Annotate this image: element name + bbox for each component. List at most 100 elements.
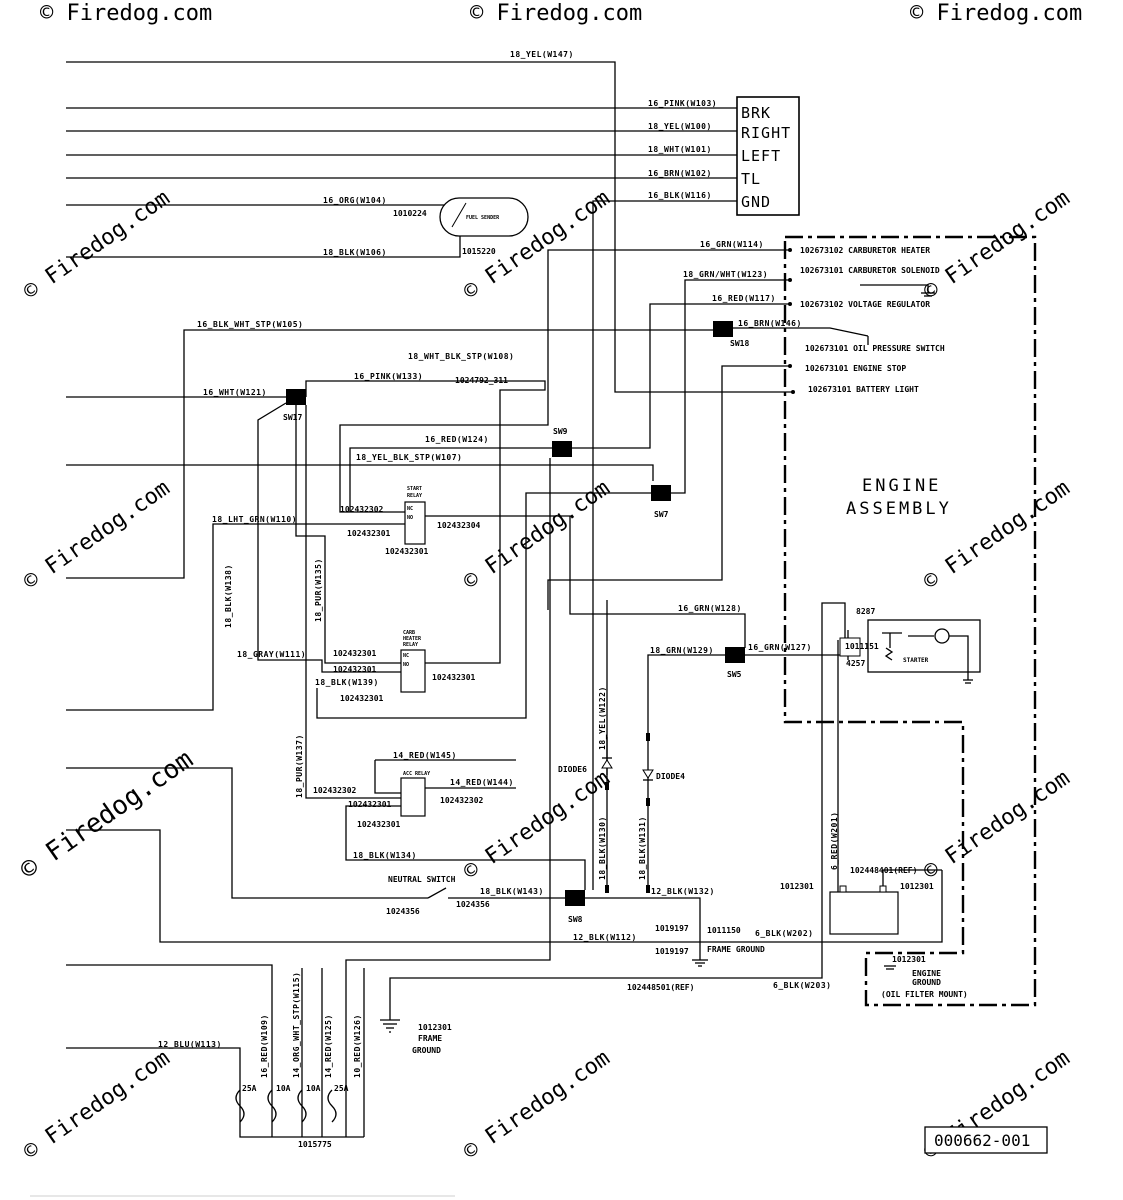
part-number: 1024356 [456, 900, 490, 909]
part-number: 102432301 [348, 800, 392, 809]
fuel-sender: FUEL SENDER 1010224 1015220 [393, 197, 529, 256]
part-number: 1011151 [845, 642, 879, 651]
acc-relay: ACC RELAY 102432302 102432301 102432302 … [313, 771, 484, 829]
part-number: 1019197 [655, 947, 689, 956]
connector-pin: BRK [741, 104, 771, 122]
diode-label: DIODE6 [558, 765, 587, 774]
starter-label: STARTER [903, 657, 929, 664]
engine-ground-label: GROUND [912, 978, 941, 987]
part-number: 102432301 [347, 529, 391, 538]
wire-w145 [374, 760, 401, 794]
watermark: © Firedog.com [919, 766, 1074, 885]
engine-title: ENGINE [862, 476, 941, 496]
part-number: 1010224 [393, 209, 427, 218]
wire-w138 [66, 767, 408, 899]
wire-label: 18_WHT(W101) [648, 145, 712, 154]
switch-sw17 [286, 389, 306, 405]
wire-label: 16_BLK_WHT_STP(W105) [197, 320, 303, 329]
wire-label: 14_RED(W144) [450, 778, 514, 787]
part-number: 1015775 [298, 1140, 332, 1149]
wire-w111 [257, 402, 405, 673]
fuse-rating: 25A [242, 1084, 257, 1093]
watermark: © Firedog.com [19, 476, 174, 595]
wire-label: 18_BLK(W143) [480, 887, 544, 896]
wire-label: 18_BLK(W139) [315, 678, 379, 687]
frame-ground-label: GROUND [412, 1046, 441, 1055]
connector-pin: TL [741, 170, 761, 188]
switch-label: SW17 [283, 413, 302, 422]
watermark: © Firedog.com [919, 186, 1074, 305]
frame-ground-label: FRAME [418, 1034, 442, 1043]
switch-sw9 [552, 441, 572, 457]
watermark: © Firedog.com [19, 186, 174, 305]
watermark: © Firedog.com [470, 1, 642, 26]
part-number: 1024356 [386, 907, 420, 916]
part-number: 8287 [856, 607, 875, 616]
wire-w135 [295, 405, 405, 664]
wire-label: 16_BRN(W102) [648, 169, 712, 178]
wire-w147 [66, 61, 793, 393]
wire-w203 [389, 602, 846, 1020]
wire-w139 [316, 492, 653, 719]
relay-label: RELAY [407, 493, 422, 499]
battery: 102448401(REF) 1012301 1012301 [780, 866, 942, 935]
wire-label: 18_BLK(W134) [353, 851, 417, 860]
diode-label: DIODE4 [656, 772, 685, 781]
drawing-number-block: 000662-001 [924, 1126, 1048, 1154]
relay-label: HEATER [403, 636, 422, 642]
diodes: DIODE6 DIODE4 [558, 733, 685, 893]
wire-label: 6_BLK(W202) [755, 929, 813, 938]
wire-label: 14_RED(W125) [324, 1014, 333, 1078]
wire-w110 [66, 523, 405, 711]
start-relay: START RELAY NC NO 102432302 102432304 10… [340, 486, 481, 556]
neutral-switch-label: NEUTRAL SWITCH [388, 875, 456, 884]
engine-assembly: ENGINE ASSEMBLY 102673102 CARBURETOR HEA… [783, 235, 1037, 1007]
wire-labels: 18_YEL(W147) 16_PINK(W103) 18_YEL(W100) … [158, 50, 831, 1049]
part-number: 102432301 [385, 547, 429, 556]
part-number: 1015220 [462, 247, 496, 256]
engine-item: 102673101 CARBURETOR SOLENOID [800, 266, 940, 275]
terminal-dot [791, 390, 795, 394]
wire-label: 16_GRN(W127) [748, 643, 812, 652]
engine-title: ASSEMBLY [846, 499, 952, 519]
wire-label: 16_BLK(W116) [648, 191, 712, 200]
wire-label: 16_PINK(W133) [354, 372, 423, 381]
fuse-rating: 10A [306, 1084, 321, 1093]
watermark: © Firedog.com [919, 476, 1074, 595]
terminal-dot [788, 302, 792, 306]
wire-w109 [66, 964, 273, 1137]
wire-w137 [305, 405, 401, 799]
engine-item: 102673101 ENGINE STOP [805, 364, 906, 373]
relay-label: ACC RELAY [403, 771, 430, 777]
wire-w146 [733, 327, 869, 337]
watermark: © Firedog.com [19, 1046, 174, 1165]
part-number: 1024792_311 [455, 376, 508, 385]
switch-label: SW8 [568, 915, 583, 924]
wire-label: 16_RED(W117) [712, 294, 776, 303]
part-number: 102432301 [333, 665, 377, 674]
switch-blocks: SW17 SW18 SW9 SW7 SW5 SW8 [283, 321, 749, 924]
switch-label: SW7 [654, 510, 669, 519]
relay-label: CARB [403, 630, 415, 636]
wire-w128 [424, 515, 746, 648]
wire-label: 18_PUR(W135) [314, 558, 323, 622]
switch-label: SW18 [730, 339, 749, 348]
fuse-rating: 25A [334, 1084, 349, 1093]
engine-ground-id: 1012301 [892, 955, 926, 964]
fuse-rating: 10A [276, 1084, 291, 1093]
relay-label: RELAY [403, 642, 418, 648]
wire-w129 [647, 654, 725, 737]
wire-label: 18_BLK(W131) [638, 816, 647, 880]
wire-w124 [349, 447, 552, 512]
neutral-switch: NEUTRAL SWITCH 1024356 1024356 [386, 875, 490, 916]
wire-labels-vertical: 18_BLK(W138) 18_PUR(W135) 18_PUR(W137) 1… [224, 558, 839, 1078]
wires [66, 61, 943, 1138]
switch-sw8 [565, 890, 585, 906]
wire-w112 [66, 829, 700, 943]
watermark: © Firedog.com [40, 1, 212, 26]
switch-sw5 [725, 647, 745, 663]
wire-label: 16_RED(W124) [425, 435, 489, 444]
part-number: 1012301 [418, 1023, 452, 1032]
part-number: 1012301 [900, 882, 934, 891]
